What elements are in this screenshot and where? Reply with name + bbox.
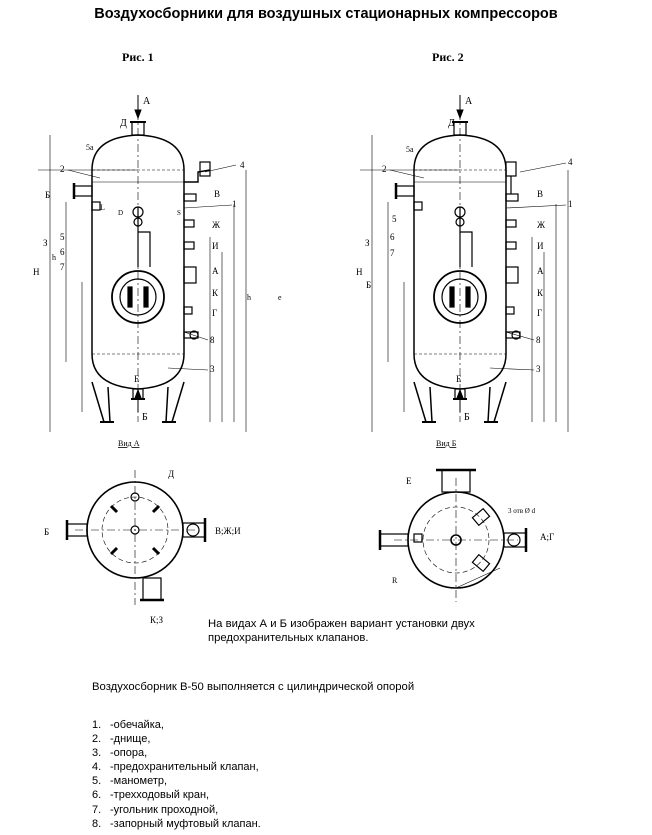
view-b-label: Вид Б <box>436 439 457 448</box>
figure-2-label: Рис. 2 <box>432 50 464 64</box>
fig1-label-v: В <box>214 189 220 199</box>
fig2-label-z: З <box>365 238 370 248</box>
view-a-left-label: Б <box>44 527 49 537</box>
fig1-callout-2: 2 <box>60 164 65 174</box>
fig1-callout-1: 1 <box>232 199 237 209</box>
legend-item: 3.-опора, <box>92 747 148 760</box>
fig1-callout-3: 3 <box>210 364 215 374</box>
fig1-label-z: З <box>43 238 48 248</box>
view-b-right-label: А;Г <box>540 532 554 542</box>
fig1-label-e: Е <box>134 374 140 384</box>
fig1-label-s: S <box>177 209 181 217</box>
fig1-callout-5a: 5a <box>86 143 94 152</box>
fig2-label-i: И <box>537 241 544 251</box>
fig2-label-b1: Б <box>366 280 371 290</box>
fig2-label-h: H <box>356 267 363 277</box>
fig2-callout-5a: 5a <box>406 145 414 154</box>
fig1-label-d: Д <box>120 118 127 129</box>
fig2-label-b: Б <box>464 412 470 423</box>
legend-item: 8.-запорный муфтовый клапан. <box>92 817 261 830</box>
fig2-label-v: В <box>537 189 543 199</box>
view-a-drawing <box>65 470 207 605</box>
fig1-label-b: Б <box>142 412 148 423</box>
view-b-holes-label: 3 отв Ø d <box>508 507 536 515</box>
fig1-label-i: И <box>212 241 219 251</box>
fig2-label-k: К <box>537 288 544 298</box>
fig1-label-dia: D <box>118 209 123 217</box>
fig2-label-a1: А <box>537 266 544 276</box>
view-a-label: Вид А <box>118 439 140 448</box>
fig1-label-hh: h <box>52 253 56 262</box>
fig2-callout-3: 3 <box>536 364 541 374</box>
view-b-drawing <box>378 468 528 602</box>
legend-item: 7.-угольник проходной, <box>92 803 219 816</box>
fig1-label-a1: А <box>212 266 219 276</box>
page-title: Воздухосборники для воздушных стационарн… <box>94 6 558 22</box>
fig1-label-a: А <box>143 96 151 107</box>
fig1-label-l: L <box>100 203 105 212</box>
fig2-label-d: Д <box>448 118 455 129</box>
fig1-label-hb: h <box>247 293 251 302</box>
view-b-top-label: Е <box>406 476 412 486</box>
fig2-callout-6: 6 <box>390 232 395 242</box>
fig2-label-a: А <box>465 96 473 107</box>
figure-1-vessel <box>36 110 248 434</box>
fig1-callout-4: 4 <box>240 160 245 170</box>
legend-item: 6.-трехходовый кран, <box>92 789 210 802</box>
fig2-label-e: Е <box>456 374 462 384</box>
fig1-label-k: К <box>212 288 219 298</box>
legend-item: 2.-днище, <box>92 733 151 746</box>
fig2-label-g: Г <box>537 308 542 318</box>
view-a-top-label: Д <box>168 469 174 479</box>
views-note: На видах А и Б изображен вариант установ… <box>208 618 475 644</box>
figure-2-vessel <box>358 110 570 434</box>
legend-item: 5.-манометр, <box>92 775 168 788</box>
fig2-callout-5: 5 <box>392 214 397 224</box>
view-b-r-label: R <box>392 576 398 585</box>
fig1-label-zh: Ж <box>212 220 221 230</box>
legend-item: 4.-предохранительный клапан, <box>92 761 259 774</box>
fig2-callout-1: 1 <box>568 199 573 209</box>
view-a-right-label: В;Ж;И <box>215 526 241 536</box>
parts-legend: 1.-обечайка, 2.-днище, 3.-опора, 4.-пред… <box>92 718 261 831</box>
figure-1-label: Рис. 1 <box>122 50 154 64</box>
fig1-label-h: H <box>33 267 40 277</box>
fig1-callout-7: 7 <box>60 262 65 272</box>
fig2-callout-2: 2 <box>382 164 387 174</box>
fig1-label-e-dim: e <box>278 293 282 302</box>
b50-note: Воздухосборник В-50 выполняется с цилинд… <box>92 681 415 693</box>
fig1-callout-6: 6 <box>60 247 65 257</box>
fig2-label-zh: Ж <box>537 220 546 230</box>
fig1-label-b1: Б <box>45 190 50 200</box>
fig2-callout-8: 8 <box>536 335 541 345</box>
fig1-callout-5: 5 <box>60 232 65 242</box>
legend-item: 1.-обечайка, <box>92 719 164 731</box>
fig2-callout-4: 4 <box>568 157 573 167</box>
fig2-callout-7: 7 <box>390 248 395 258</box>
fig1-callout-8: 8 <box>210 335 215 345</box>
view-a-bottom-label: К;З <box>150 615 164 625</box>
fig1-label-g: Г <box>212 308 217 318</box>
